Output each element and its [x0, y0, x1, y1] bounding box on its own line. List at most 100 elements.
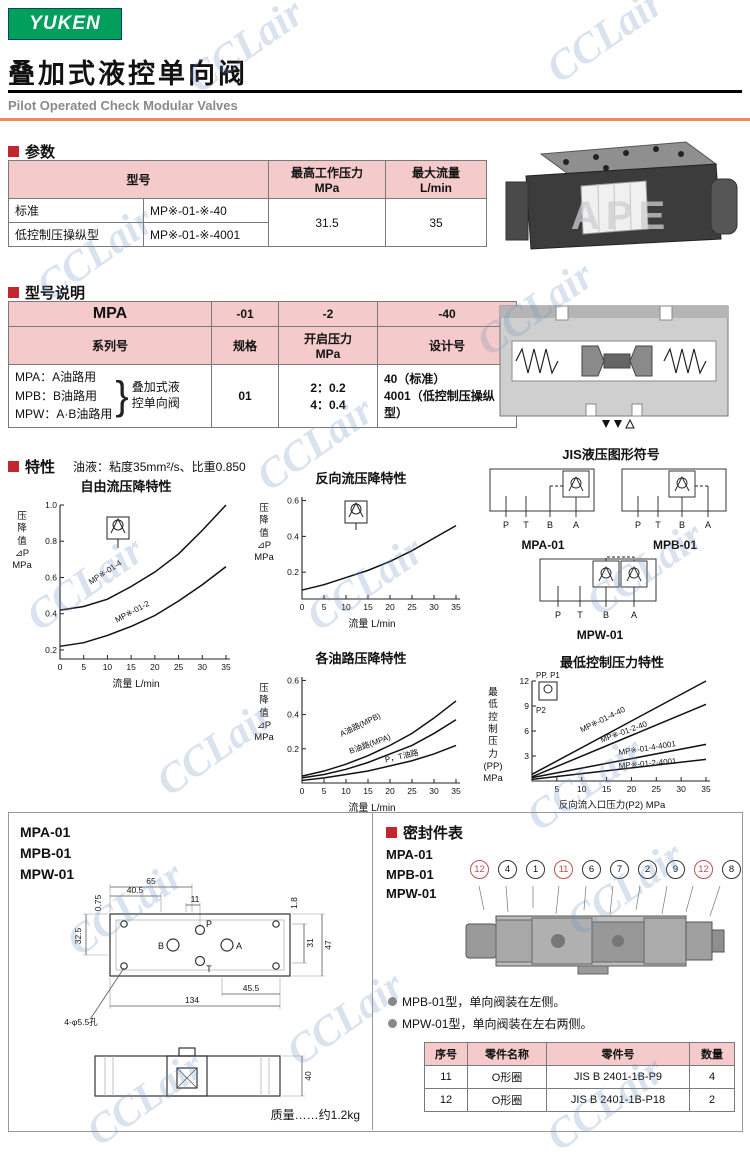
params-row-standard: 标准 MP※-01-※-40 31.5 35 [8, 198, 487, 247]
accent-rule [0, 118, 750, 121]
title-rule [8, 90, 742, 93]
section-bullet-icon [8, 287, 19, 298]
params-flow-value: 35 [385, 198, 487, 247]
port-label: B [547, 520, 553, 530]
pilot-inset: PP. P1 P2 [536, 672, 560, 715]
series-options: MPA：A油路用 MPB：B油路用 MPW：A·B油路用 [15, 368, 112, 424]
params-row-name: 标准 [8, 198, 144, 223]
size-value: 01 [211, 364, 279, 428]
chart-title: 反向流压降特性 [315, 471, 407, 486]
flow-arrow-down [602, 420, 610, 428]
x-tick-label: 25 [174, 662, 184, 672]
check-valve-inset-icon [104, 514, 134, 555]
y-tick-label: 0.2 [287, 744, 299, 754]
x-tick-label: 5 [322, 786, 327, 796]
x-tick-label: 10 [577, 784, 587, 794]
ylabel-unit: MPa [12, 560, 32, 572]
x-tick-label: 20 [627, 784, 637, 794]
yuken-logo: YUKEN [8, 8, 122, 40]
y-tick-label: 0.6 [287, 496, 299, 506]
curve [59, 566, 227, 648]
port-label: T [577, 610, 583, 620]
seal-partno: JIS B 2401-1B-P18 [546, 1088, 690, 1112]
seal-note-mpb: MPB-01型，单向阀装在左侧。 [388, 992, 592, 1014]
ylabel-symbol: ⊿P [256, 720, 272, 732]
balloon-7: 7 [610, 860, 629, 879]
model-label: MPB-01 [20, 845, 72, 861]
x-tick-label: 30 [429, 786, 439, 796]
params-col-pressure-line1: 最高工作压力 [290, 166, 363, 180]
jis-symbol-mpa: P T B A MPA-01 [484, 466, 602, 552]
right-poppet [629, 345, 653, 377]
x-tick-label: 20 [385, 602, 395, 612]
section-bullet-icon [386, 827, 397, 838]
valve-end-cylinder [710, 178, 738, 235]
x-tick-label: 30 [676, 784, 686, 794]
fluid-note: 油液：粘度35mm²/s、比重0.850 [73, 460, 246, 474]
seal-name: O形圈 [467, 1088, 547, 1112]
section-model-header: 型号说明 [8, 282, 85, 303]
model-label: MPW-01 [386, 886, 437, 901]
balloon-11: 11 [554, 860, 573, 879]
seal-note-mpw: MPW-01型，单向阀装在左右两侧。 [388, 1014, 592, 1036]
jis-title: JIS液压图形符号 [562, 447, 660, 462]
y-tick-label: 0.4 [287, 531, 299, 541]
dimension-side-view: 40 [94, 1047, 313, 1097]
y-axis-label: 压降值 ⊿P MPa [250, 489, 278, 565]
seal-col-qty: 数量 [689, 1042, 735, 1066]
section-model-title: 型号说明 [25, 285, 86, 302]
x-tick-label: 35 [701, 784, 711, 794]
port-label: T [655, 520, 661, 530]
spool-shaft [603, 353, 631, 369]
params-row-lowpilot: 低控制压操纵型 MP※-01-※-4001 [8, 222, 487, 247]
model-code-series: MPA [8, 301, 212, 327]
params-row-model: MP※-01-※-40 [143, 198, 269, 223]
port-label: A [705, 520, 711, 530]
seal-no: 11 [424, 1065, 468, 1089]
series-option: MPA：A油路用 [15, 370, 97, 384]
x-tick-label: 5 [322, 602, 327, 612]
model-code-row1: MPA -01 -2 -40 [8, 301, 517, 327]
axis [301, 677, 460, 784]
seal-table: 序号 零件名称 零件号 数量 11 O形圈 JIS B 2401-1B-P9 4… [424, 1042, 735, 1112]
label-size: 规格 [211, 326, 279, 365]
x-tick-label: 25 [407, 786, 417, 796]
label-crack-line1: 开启压力 [303, 332, 352, 346]
crack-value: 4：0.4 [310, 397, 346, 412]
x-tick-label: 35 [221, 662, 231, 672]
x-tick-label: 35 [451, 786, 461, 796]
weight-note: 质量……约1.2kg [270, 1108, 360, 1122]
balloon-row: 12 4 1 11 6 7 2 9 12 8 [470, 860, 741, 879]
port-label: P [635, 520, 641, 530]
series-cell: MPA：A油路用 MPB：B油路用 MPW：A·B油路用 } 叠加式液控单向阀 [8, 364, 212, 428]
x-tick-label: 0 [300, 786, 305, 796]
ylabel-symbol: ⊿P [256, 540, 272, 552]
brace-glyph: } [115, 373, 129, 418]
curve-label: A油路(MPB) [338, 710, 382, 738]
check-valve-inset-icon [342, 498, 372, 537]
photo-stamp: APE [571, 194, 671, 238]
x-tick-label: 10 [103, 662, 113, 672]
params-table: 型号 最高工作压力 MPa 最大流量 L/min 标准 MP※-01-※-40 … [8, 160, 487, 247]
x-tick-label: 25 [652, 784, 662, 794]
params-pressure-value: 31.5 [268, 198, 386, 247]
curve [301, 524, 457, 591]
model-label: MPW-01 [20, 866, 75, 882]
x-axis-label: 反向流入口压力(P2) MPa [558, 800, 666, 811]
y-tick-label: 9 [524, 701, 529, 711]
chart-title: 各油路压降特性 [315, 651, 407, 666]
y-tick-label: 0.4 [287, 710, 299, 720]
model-code-design: -40 [377, 301, 517, 327]
product-photo: APE [505, 141, 738, 250]
dim-label: 32.5 [73, 927, 83, 944]
jis-mpb-drawing: P T B A [621, 468, 727, 530]
seal-no: 12 [424, 1088, 468, 1112]
ylabel-symbol: ⊿P [14, 548, 30, 560]
label-crack-unit: MPa [315, 347, 341, 361]
bullet-icon [388, 1018, 397, 1028]
section-params-title: 参数 [25, 144, 56, 161]
seal-col-partno: 零件号 [546, 1042, 690, 1066]
model-label: MPA-01 [20, 824, 71, 840]
